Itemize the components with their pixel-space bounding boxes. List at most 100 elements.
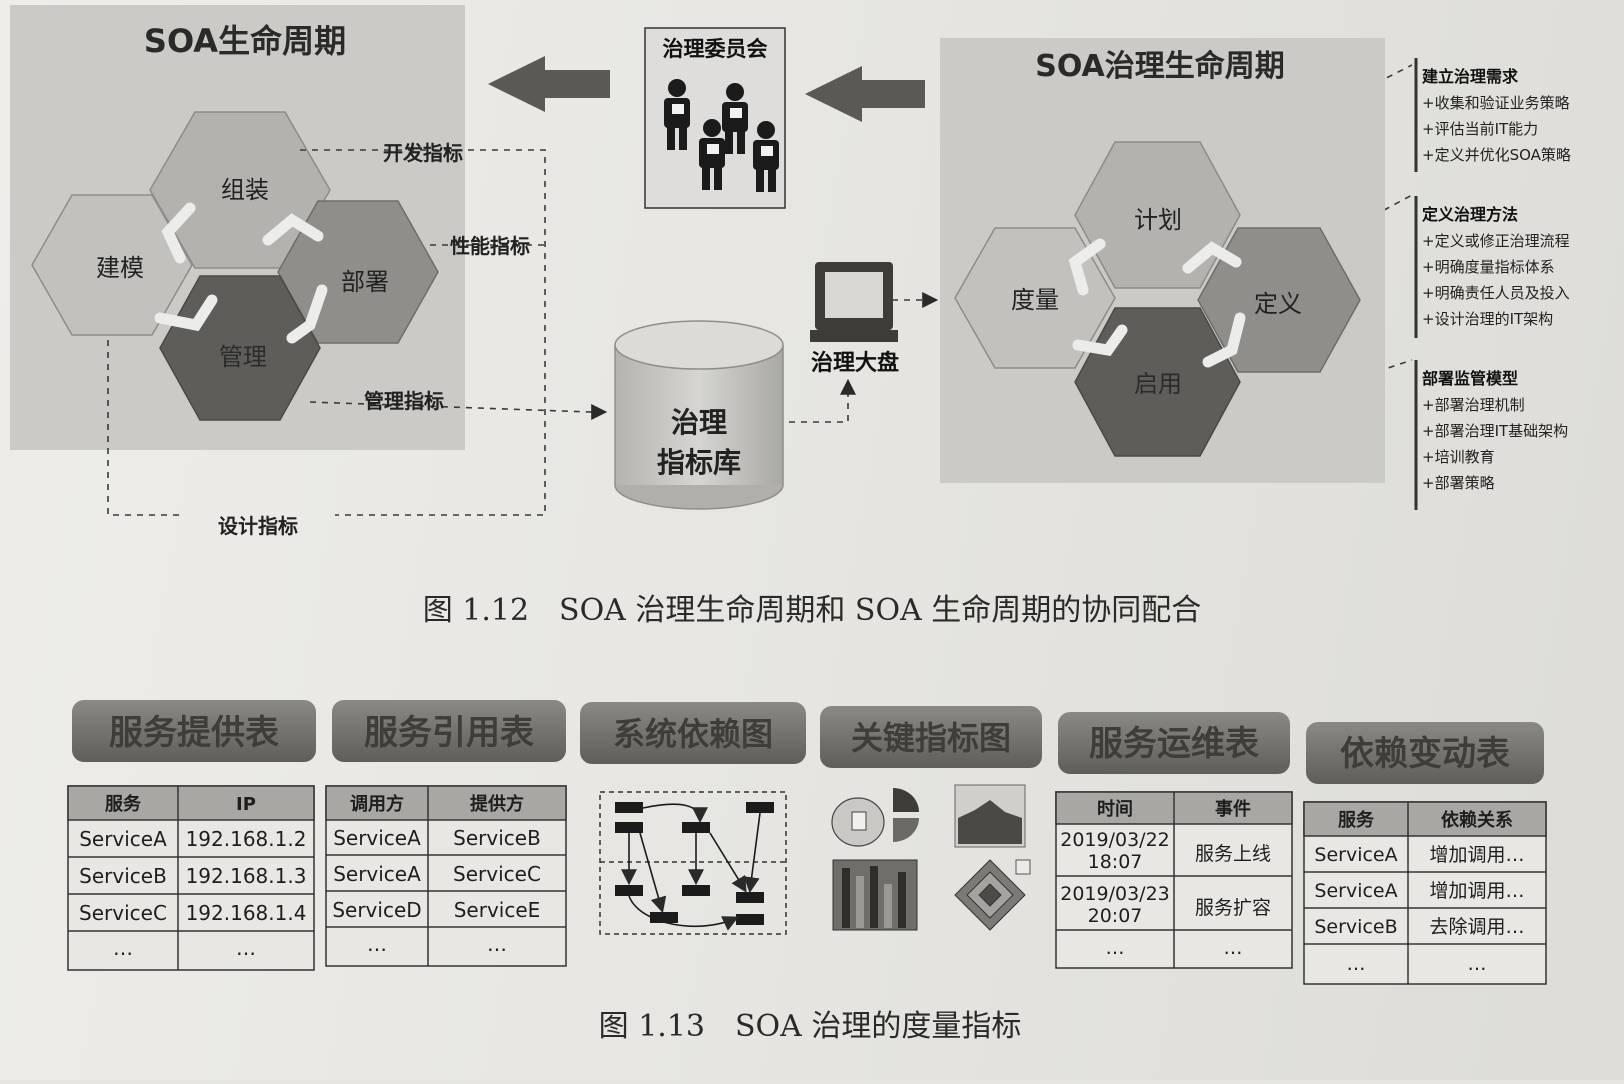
note-3-item-4: +部署策略 bbox=[1422, 474, 1495, 492]
metrics-db-line2: 指标库 bbox=[657, 446, 741, 479]
note-2-item-3: +明确责任人员及投入 bbox=[1422, 284, 1570, 302]
table3-r2-event: 服务扩容 bbox=[1195, 897, 1271, 919]
hex-build-label: 建模 bbox=[96, 254, 144, 282]
table1-r4-c2: … bbox=[236, 936, 256, 960]
table4-r1-c2: 增加调用… bbox=[1429, 844, 1524, 866]
badge-key-metrics bbox=[820, 706, 1042, 768]
table3-header-time: 时间 bbox=[1097, 799, 1133, 820]
note-1-item-1: +收集和验证业务策略 bbox=[1422, 94, 1570, 112]
badge-dep-change-label: 依赖变动表 bbox=[1340, 734, 1510, 774]
note-3-item-3: +培训教育 bbox=[1422, 448, 1495, 466]
table1-header-service: 服务 bbox=[105, 793, 142, 815]
metric-design-label: 设计指标 bbox=[218, 514, 298, 538]
note-3-item-1: +部署治理机制 bbox=[1422, 396, 1525, 414]
badge-ops-table-label: 服务运维表 bbox=[1089, 724, 1259, 764]
table2-r2-c1: ServiceA bbox=[333, 862, 421, 886]
metrics-db-icon bbox=[614, 320, 784, 510]
badge-service-ref bbox=[332, 700, 566, 762]
dashboard-label: 治理大盘 bbox=[811, 350, 899, 376]
table1-r1-c2: 192.168.1.2 bbox=[186, 827, 307, 851]
hex-measure-label: 度量 bbox=[1011, 286, 1059, 314]
table2-header-provider: 提供方 bbox=[470, 793, 524, 815]
note-2-item-2: +明确度量指标体系 bbox=[1422, 258, 1555, 276]
hex-enable-label: 启用 bbox=[1134, 370, 1182, 398]
cycle-arrows-left bbox=[154, 202, 328, 344]
table3-r1-time: 18:07 bbox=[1088, 851, 1143, 873]
table2-r1-c2: ServiceB bbox=[453, 826, 541, 850]
note-2-title: 定义治理方法 bbox=[1421, 205, 1518, 224]
governance-lifecycle-title: SOA治理生命周期 bbox=[1035, 49, 1285, 84]
table2-r1-c1: ServiceA bbox=[333, 826, 421, 850]
badge-service-ref-label: 服务引用表 bbox=[364, 713, 534, 753]
note-3-item-2: +部署治理IT基础架构 bbox=[1422, 422, 1568, 440]
table2-r3-c1: ServiceD bbox=[332, 898, 421, 922]
metric-mgmt-label: 管理指标 bbox=[364, 389, 444, 413]
arrow-left-big-2 bbox=[805, 66, 925, 122]
soa-lifecycle-title: SOA生命周期 bbox=[144, 22, 346, 60]
table-dep-change: 服务 依赖关系 ServiceA 增加调用… ServiceA 增加调用… Se… bbox=[1303, 801, 1547, 985]
table4-r3-c1: ServiceB bbox=[1314, 916, 1397, 938]
table3-header-event: 事件 bbox=[1215, 798, 1251, 820]
table2-r3-c2: ServiceE bbox=[454, 898, 541, 922]
badge-dep-change bbox=[1306, 722, 1544, 784]
metrics-db-line1: 治理 bbox=[671, 406, 727, 439]
table3-r3-c3: … bbox=[1224, 937, 1243, 959]
dashboard-icon bbox=[810, 262, 898, 342]
table3-r2-time: 20:07 bbox=[1088, 905, 1143, 927]
table1-r3-c2: 192.168.1.4 bbox=[186, 901, 307, 925]
note-1-item-2: +评估当前IT能力 bbox=[1422, 120, 1538, 138]
table4-r2-c1: ServiceA bbox=[1314, 880, 1397, 902]
area-chart-icon bbox=[954, 784, 1026, 848]
table4-r2-c2: 增加调用… bbox=[1429, 880, 1524, 902]
table-service-provide: 服务 IP ServiceA 192.168.1.2 ServiceB 192.… bbox=[67, 785, 315, 971]
badge-service-provide bbox=[72, 700, 316, 762]
table3-r1-event: 服务上线 bbox=[1195, 843, 1271, 865]
table1-r1-c1: ServiceA bbox=[79, 827, 167, 851]
table-service-ref: 调用方 提供方 ServiceA ServiceB ServiceA Servi… bbox=[325, 785, 567, 967]
people-docs-icon bbox=[672, 104, 773, 156]
hex-deploy-label: 部署 bbox=[341, 268, 389, 296]
governance-notes: 建立治理需求 +收集和验证业务策略 +评估当前IT能力 +定义并优化SOA策略 … bbox=[1414, 58, 1571, 510]
table3-r2-date: 2019/03/23 bbox=[1060, 883, 1170, 905]
table2-r2-c2: ServiceC bbox=[453, 862, 541, 886]
table4-header-dep: 依赖关系 bbox=[1441, 809, 1513, 831]
metric-perf-label: 性能指标 bbox=[450, 234, 530, 258]
badge-dependency-graph bbox=[580, 702, 806, 764]
table1-r4-c1: … bbox=[113, 936, 133, 960]
people-icon bbox=[664, 79, 779, 192]
hex-manage-label: 管理 bbox=[219, 343, 267, 371]
hex-assemble-label: 组装 bbox=[221, 176, 269, 204]
metric-dev-label: 开发指标 bbox=[383, 141, 463, 165]
badge-dependency-graph-label: 系统依赖图 bbox=[613, 715, 773, 753]
table1-header-ip: IP bbox=[236, 794, 256, 815]
table1-r2-c2: 192.168.1.3 bbox=[186, 864, 307, 888]
table1-r3-c1: ServiceC bbox=[79, 901, 167, 925]
dependency-graph-illustration bbox=[599, 791, 787, 935]
table4-r3-c2: 去除调用… bbox=[1429, 916, 1524, 938]
soa-lifecycle-panel: SOA生命周期 建模 组装 部署 管理 bbox=[10, 5, 465, 450]
table3-r1-date: 2019/03/22 bbox=[1060, 829, 1170, 851]
figure-caption-1-13: 图 1.13 SOA 治理的度量指标 bbox=[599, 1009, 1022, 1044]
table4-r1-c1: ServiceA bbox=[1314, 844, 1397, 866]
badge-key-metrics-label: 关键指标图 bbox=[851, 719, 1011, 757]
table2-r4-c2: … bbox=[487, 932, 507, 956]
table2-header-caller: 调用方 bbox=[350, 793, 404, 815]
hex-plan-label: 计划 bbox=[1134, 206, 1182, 234]
committee-box: 治理委员会 bbox=[644, 27, 786, 209]
note-3-title: 部署监管模型 bbox=[1422, 369, 1518, 388]
table3-r3-c1: … bbox=[1106, 937, 1125, 959]
hex-build bbox=[31, 194, 193, 336]
radar-chart-icon bbox=[954, 859, 1031, 931]
committee-label: 治理委员会 bbox=[663, 37, 768, 61]
note-1-title: 建立治理需求 bbox=[1422, 67, 1519, 86]
table-ops: 时间 事件 2019/03/22 18:07 服务上线 2019/03/23 2… bbox=[1055, 791, 1293, 969]
table2-r4-c1: … bbox=[367, 932, 387, 956]
table4-header-service: 服务 bbox=[1338, 809, 1375, 831]
bar-chart-icon bbox=[832, 859, 918, 931]
fig13-badges: 服务提供表 服务引用表 系统依赖图 关键指标图 服务运维表 依赖变动表 bbox=[72, 700, 1544, 784]
note-2-item-1: +定义或修正治理流程 bbox=[1422, 232, 1570, 250]
note-1-item-3: +定义并优化SOA策略 bbox=[1422, 146, 1571, 164]
table4-r4-c2: … bbox=[1468, 953, 1487, 975]
